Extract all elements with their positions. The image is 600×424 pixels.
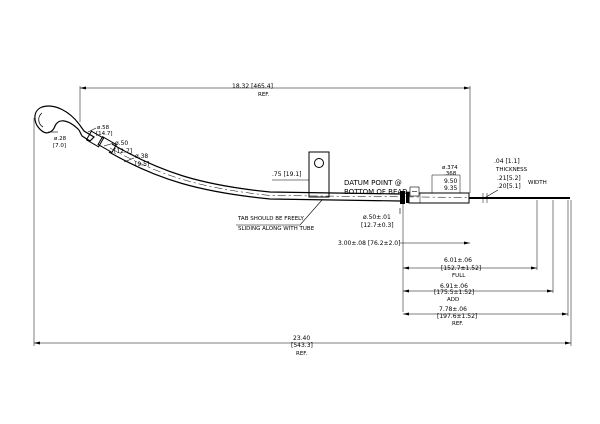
loop-dia-value: ø.28 [54,136,67,142]
tube-small-value: ø.58 [97,125,110,131]
add-mark-metric: [175.5±1.52] [434,289,474,296]
blade-thk-label: THICKNESS [495,167,528,173]
add-mark-value: 6.91±.06 [440,283,468,290]
dim-sleeve: ø.374 .368 9.50 9.35 [431,165,461,193]
tube-od-50-value: ø.50 [115,140,128,147]
overall-ref-note: REF. [258,92,270,98]
handle-loop [34,105,80,134]
sleeve-dia-value2: .368 [444,171,457,177]
dim-add-mark: 6.91±.06 [175.5±1.52] ADD [403,283,553,303]
bead-2 [406,192,409,203]
dim-full-mark: 6.01±.06 [152.7±1.52] FULL [403,257,537,279]
tube-od-38-value: ø.38 [135,153,148,160]
bead-dia-value: ø.50±.01 [363,214,391,221]
full-mark-label: FULL [452,273,466,279]
tab-note: TAB SHOULD BE FREELY SLIDING ALONG WITH … [236,199,323,232]
ref-mark-value: 7.78±.06 [439,306,467,313]
overall-ref-value: 18.32 [465.4] [232,83,273,90]
bead [400,191,405,204]
datum-note: DATUM POINT @ BOTTOM OF BEAD [344,179,420,197]
total-length-metric: [543.3] [291,342,313,349]
sleeve-dia-value: ø.374 [442,165,458,171]
blade-width-value2: .20[5.1] [497,183,521,190]
tab-note-line2: SLIDING ALONG WITH TUBE [238,226,315,232]
dim-tab-offset: .75 [19.1] [272,171,309,181]
tube-upper-edge [111,143,401,195]
tube-small-metric: [14.7] [96,131,113,137]
tube-od-50-metric: [12.7] [114,148,132,155]
loop-dia-metric: [7.0] [53,143,66,149]
add-mark-label: ADD [447,297,459,303]
handle-loop-inner [38,112,44,128]
dim-tube-small: ø.58 [14.7] [87,125,113,137]
dim-bead-dia: ø.50±.01 [12.7±0.3] [361,208,401,229]
sliding-tab [308,151,330,198]
tab-note-line1: TAB SHOULD BE FREELY [237,216,305,222]
tube-lower-edge [108,151,401,202]
dim-tube-od-38: ø.38 [9.5] [123,153,149,168]
datum-line1: DATUM POINT @ [344,179,402,187]
blade-width-value: .21[5.2] [497,175,521,182]
ref-mark-label: REF. [452,321,464,327]
dim-ref-mark: 7.78±.06 [197.6±1.52] REF. [403,306,568,327]
total-length-value: 23.40 [293,335,310,342]
dim-tube-od-50: ø.50 [12.7] [103,140,132,155]
dim-overall-ref: 18.32 [465.4] REF. [79,83,471,193]
sleeve-len-value2: 9.35 [444,185,458,192]
tube-centerline [109,147,471,198]
bead-dia-metric: [12.7±0.3] [361,222,394,229]
ref-mark-metric: [197.6±1.52] [437,313,477,320]
datum-line2: BOTTOM OF BEAD [344,188,408,196]
tab-offset-value: .75 [19.1] [272,171,302,178]
full-mark-value: 6.01±.06 [444,257,472,264]
blade-width-label: WIDTH [528,180,547,186]
dim-blade: .04 [1.1] THICKNESS .21[5.2] .20[5.1] WI… [485,158,547,198]
bead-dist-value: 3.00±.08 [76.2±2.0] [338,240,400,247]
full-mark-metric: [152.7±1.52] [441,265,481,272]
tube-connector [78,123,118,154]
dim-loop-dia: ø.28 [7.0] [48,131,67,149]
blade-thk-value: .04 [1.1] [494,158,520,165]
dim-total-length: 23.40 [543.3] REF. [33,118,572,357]
tube-od-38-metric: [9.5] [135,161,149,168]
dim-bead-dist: 3.00±.08 [76.2±2.0] [338,204,470,312]
sleeve-len-value: 9.50 [444,178,458,185]
total-length-note: REF. [296,351,308,357]
